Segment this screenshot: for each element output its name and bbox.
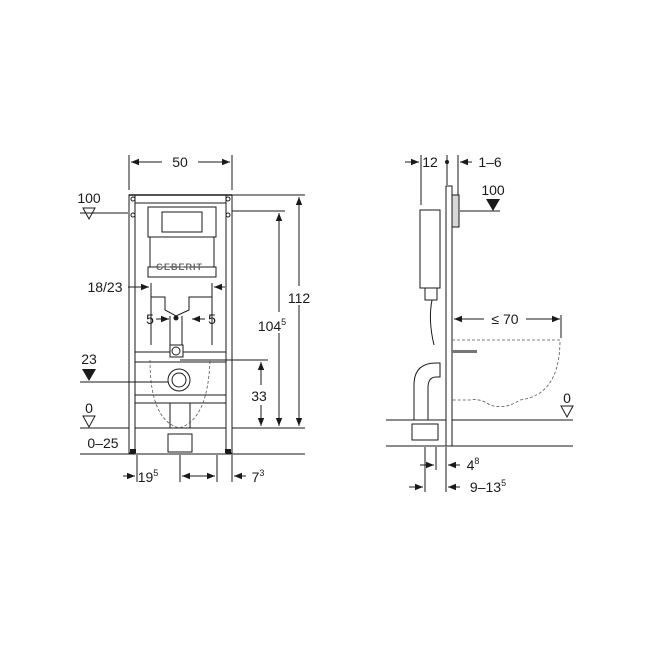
dim-bottom-right: 73 [252, 468, 265, 485]
dim-bottom-left: 195 [138, 468, 159, 485]
geberit-logo: GEBERIT [156, 262, 203, 272]
frame-panel [445, 185, 453, 447]
dim-top-level: 100 [77, 190, 101, 206]
dim-left-offset: 5 [146, 311, 154, 327]
dim-drain-height: 33 [251, 388, 267, 404]
dim-wall-offset: 9–135 [470, 478, 506, 495]
dim-drain-level: 23 [81, 351, 97, 367]
drain-bend [413, 362, 441, 421]
dim-floor-level: 0 [85, 400, 93, 416]
dim-foot-adjust: 0–25 [87, 435, 118, 451]
level-open-triangle-icon [560, 405, 574, 419]
dim-floor-level: 0 [563, 390, 571, 406]
dim-top-level: 100 [481, 182, 505, 198]
level-filled-triangle-icon [82, 369, 96, 381]
dim-frame-offset: 48 [467, 456, 480, 473]
flush-plate [451, 194, 460, 228]
level-filled-triangle-icon [486, 199, 500, 211]
front-view: GEBERIT 50 100 18/23 5 5 23 [77, 154, 310, 485]
dim-depth-front: 1–6 [478, 154, 502, 170]
dim-plate-spacing: 18/23 [87, 279, 122, 295]
dim-depth-back: 12 [422, 154, 438, 170]
level-open-triangle-icon [82, 415, 96, 429]
dim-bowl-projection: ≤ 70 [491, 311, 518, 327]
toilet-bowl-outline [452, 339, 561, 408]
dim-inner-height: 1045 [258, 317, 286, 334]
cistern [147, 206, 217, 358]
dim-total-height: 112 [288, 290, 311, 306]
dim-width: 50 [172, 154, 188, 170]
mounting-bolt [452, 350, 477, 353]
dim-right-offset: 5 [208, 311, 216, 327]
cistern-side [419, 209, 441, 289]
drain-pipe [149, 359, 211, 453]
side-view: 12 1–6 100 ≤ 70 0 48 9–135 [386, 154, 574, 495]
